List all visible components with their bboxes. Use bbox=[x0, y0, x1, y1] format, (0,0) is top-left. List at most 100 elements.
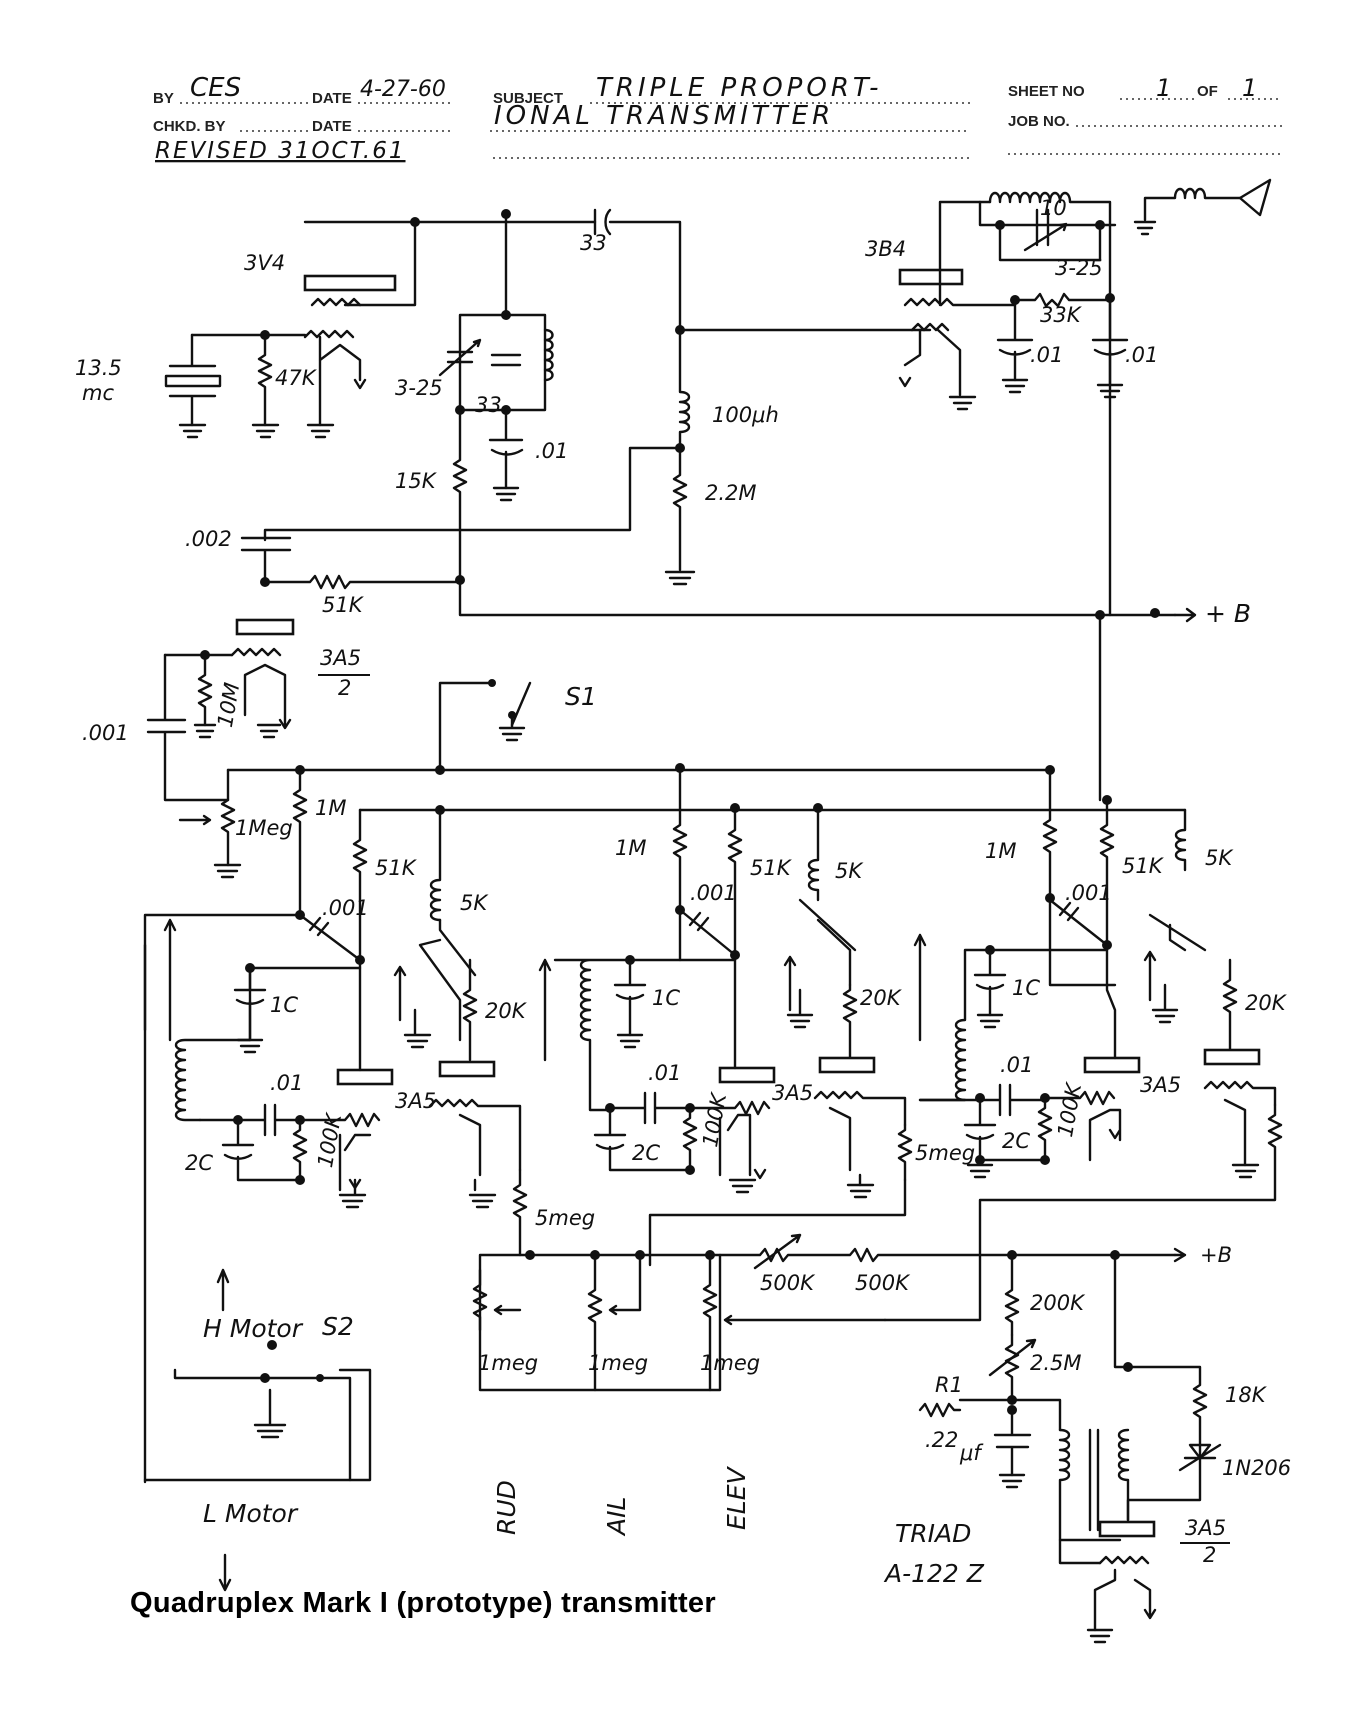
r1-label: R1 bbox=[935, 1373, 963, 1397]
ground-icon bbox=[178, 423, 335, 439]
r-5meg-b-label: 5meg bbox=[915, 1141, 975, 1165]
cap-01-pa-a-label: .01 bbox=[1030, 343, 1063, 367]
r-18k-label: 18K bbox=[1225, 1383, 1268, 1407]
subject-line1: TRIPLE PROPORT- bbox=[596, 73, 882, 103]
label-h-motor: H Motor bbox=[203, 1314, 304, 1343]
oscillator-stage: 3V4 13.5 mc 47K 3-25 33 .01 15K bbox=[75, 208, 1251, 628]
r-51k-mod-label: 51K bbox=[322, 593, 365, 617]
cap-1c-b-label: 1C bbox=[652, 986, 680, 1010]
chkd-date-label: DATE bbox=[312, 118, 352, 135]
label-ail: AIL bbox=[602, 1497, 631, 1537]
choke-100uh-label: 100μh bbox=[712, 403, 779, 427]
tube-3b4-label: 3B4 bbox=[865, 237, 906, 261]
control-pots: 1meg 1meg 1meg 500K 500K +B RUD AIL ELEV bbox=[472, 1233, 1232, 1537]
trimmer-pa-label: 3-25 bbox=[1055, 256, 1103, 280]
choke-5k-a-label: 5K bbox=[460, 891, 489, 915]
pa-stage: 3B4 33K .01 .01 10 3-25 bbox=[678, 178, 1272, 617]
cap-33-coupling-label: 33 bbox=[580, 231, 607, 255]
cap-001-in-label: .001 bbox=[82, 721, 129, 745]
choke-5k-c-label: 5K bbox=[1205, 846, 1234, 870]
channel-stage-b: 1M 51K .001 5K 20K 1C .01 2C 100K 3A5 bbox=[538, 766, 975, 1267]
r-100k-c-label: 100K bbox=[1053, 1079, 1086, 1138]
cap-1c-c-label: 1C bbox=[1012, 976, 1040, 1000]
label-elev: ELEV bbox=[722, 1465, 751, 1530]
channel-stage-a: 1M 51K .001 5K 20K 1C .01 2C 100K bbox=[143, 768, 595, 1482]
subject-line2: IONAL TRANSMITTER bbox=[494, 101, 834, 131]
r-200k-label: 200K bbox=[1030, 1291, 1086, 1315]
r-15k-label: 15K bbox=[395, 469, 438, 493]
transformer-model-label: A-122 Z bbox=[883, 1559, 985, 1588]
transformer-make-label: TRIAD bbox=[895, 1519, 971, 1548]
trimmer-3-25-label: 3-25 bbox=[395, 376, 443, 400]
chkd-label: CHKD. BY bbox=[153, 118, 226, 135]
cap-10-label: 10 bbox=[1040, 196, 1067, 220]
pot-1meg-ail-label: 1meg bbox=[588, 1351, 648, 1375]
cap-01-a-label: .01 bbox=[270, 1071, 303, 1095]
of-value: 1 bbox=[1242, 74, 1257, 102]
cap-2c-c-label: 2C bbox=[1002, 1129, 1030, 1153]
motor-switch: H Motor S2 L Motor bbox=[143, 1268, 354, 1592]
figure-caption: Quadruplex Mark I (prototype) transmitte… bbox=[130, 1587, 716, 1619]
r-47k-label: 47K bbox=[275, 366, 318, 390]
tube-3v4-label: 3V4 bbox=[244, 251, 285, 275]
crystal-unit: mc bbox=[82, 381, 114, 405]
modulator-input: 3A5 2 10M .001 S1 1Meg bbox=[82, 613, 1187, 879]
cap-001-c-label: .001 bbox=[1065, 881, 1112, 905]
output-stage: 200K 2.5M R1 .22 μf 18K 1N206 TRIAD A-12… bbox=[883, 1253, 1291, 1644]
cap-22uf-unit: μf bbox=[959, 1441, 984, 1465]
label-rud: RUD bbox=[492, 1480, 521, 1535]
r-2-2m-label: 2.2M bbox=[705, 481, 757, 505]
cap-33-tank-label: 33 bbox=[475, 393, 502, 417]
cap-01-pa-b-label: .01 bbox=[1125, 343, 1158, 367]
pot-500k-label: 500K bbox=[760, 1271, 816, 1295]
by-value: CES bbox=[190, 73, 241, 103]
tube-3a5-half-sub: 2 bbox=[338, 676, 351, 700]
r-51k-c-label: 51K bbox=[1122, 854, 1165, 878]
cap-01-osc-label: .01 bbox=[535, 439, 568, 463]
sheet-label: SHEET NO bbox=[1008, 83, 1085, 100]
tube-3v4 bbox=[303, 274, 397, 292]
sheet-value: 1 bbox=[1156, 74, 1171, 102]
date-value: 4-27-60 bbox=[360, 77, 446, 102]
tube-3b4 bbox=[898, 268, 964, 286]
tube-3a5-c-label: 3A5 bbox=[1140, 1073, 1181, 1097]
cap-01-b-label: .01 bbox=[648, 1061, 681, 1085]
cap-22uf-label: .22 bbox=[925, 1428, 958, 1452]
pot-1meg-elev-label: 1meg bbox=[700, 1351, 760, 1375]
cap-001-a-label: .001 bbox=[322, 896, 369, 920]
r-51k-b-label: 51K bbox=[750, 856, 793, 880]
tube-out-label: 3A5 bbox=[1185, 1516, 1226, 1540]
plus-b-bottom: +B bbox=[1200, 1243, 1232, 1267]
switch-s2-label-text: S2 bbox=[322, 1312, 354, 1341]
cap-2c-b-label: 2C bbox=[632, 1141, 660, 1165]
cap-1c-a-label: 1C bbox=[270, 993, 298, 1017]
choke-5k-b-label: 5K bbox=[835, 859, 864, 883]
of-label: OF bbox=[1197, 83, 1218, 100]
by-label: BY bbox=[153, 90, 174, 107]
r-100k-b-label: 100K bbox=[698, 1089, 731, 1148]
cap-001-b-label: .001 bbox=[690, 881, 737, 905]
diode-label: 1N206 bbox=[1222, 1456, 1291, 1480]
date-label: DATE bbox=[312, 90, 352, 107]
tube-3a5-a-label: 3A5 bbox=[395, 1089, 436, 1113]
tube-3a5-b-label: 3A5 bbox=[772, 1081, 813, 1105]
label-l-motor: L Motor bbox=[203, 1499, 299, 1528]
tube-3a5-half-label: 3A5 bbox=[320, 646, 361, 670]
r-1m-b-label: 1M bbox=[615, 836, 646, 860]
tube-3a5-half bbox=[235, 618, 295, 636]
cap-002-label: .002 bbox=[185, 527, 232, 551]
r-5meg-a-label: 5meg bbox=[535, 1206, 595, 1230]
job-label: JOB NO. bbox=[1008, 113, 1070, 130]
cap-01-c-label: .01 bbox=[1000, 1053, 1033, 1077]
pot-2-5m-label: 2.5M bbox=[1030, 1351, 1082, 1375]
plus-b-top: + B bbox=[1205, 599, 1251, 628]
crystal-freq: 13.5 bbox=[75, 356, 122, 380]
subject-label: SUBJECT bbox=[493, 90, 563, 107]
r-20k-b-label: 20K bbox=[860, 986, 903, 1010]
pot-1meg-in-label: 1Meg bbox=[235, 816, 293, 840]
revised-note: REVISED 31OCT.61 bbox=[155, 138, 406, 164]
tube-out-half: 2 bbox=[1203, 1543, 1216, 1567]
r-1m-a-label: 1M bbox=[315, 796, 346, 820]
r-20k-c-label: 20K bbox=[1245, 991, 1288, 1015]
